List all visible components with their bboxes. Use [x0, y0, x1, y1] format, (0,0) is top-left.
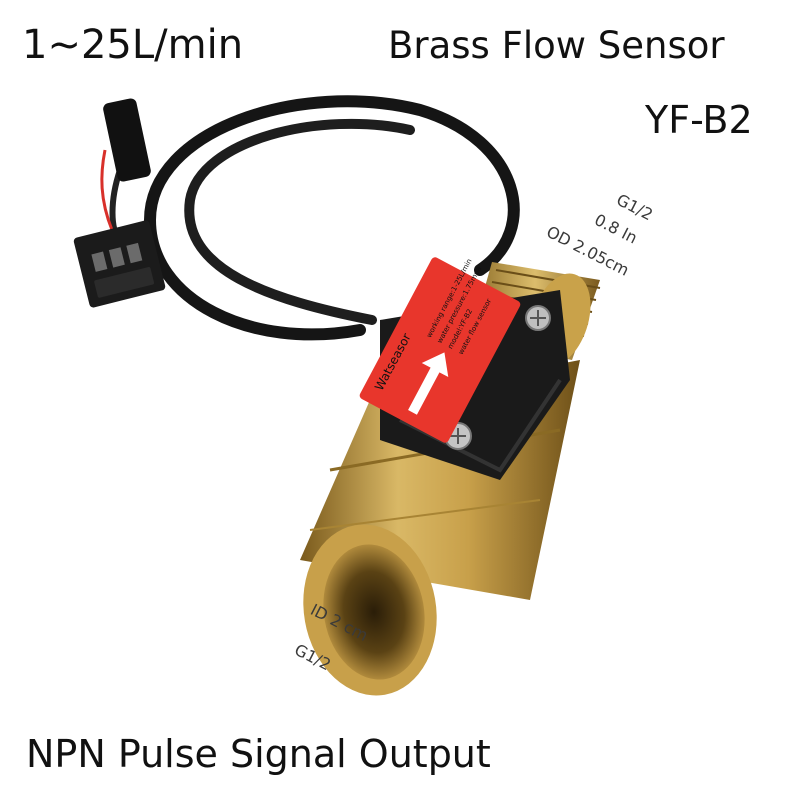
red-label: Watseasor working range:1-25L/min water … — [359, 257, 521, 443]
connector — [73, 220, 166, 308]
model-number: YF-B2 — [645, 98, 753, 142]
red-wire — [100, 149, 114, 231]
signal-output-text: NPN Pulse Signal Output — [26, 732, 491, 776]
cable — [184, 118, 415, 325]
cable-sleeve — [103, 98, 151, 182]
flow-range-text: 1~25L/min — [22, 22, 244, 68]
inlet-bore — [303, 524, 437, 696]
product-title: Brass Flow Sensor — [388, 24, 725, 67]
cable — [143, 95, 520, 341]
